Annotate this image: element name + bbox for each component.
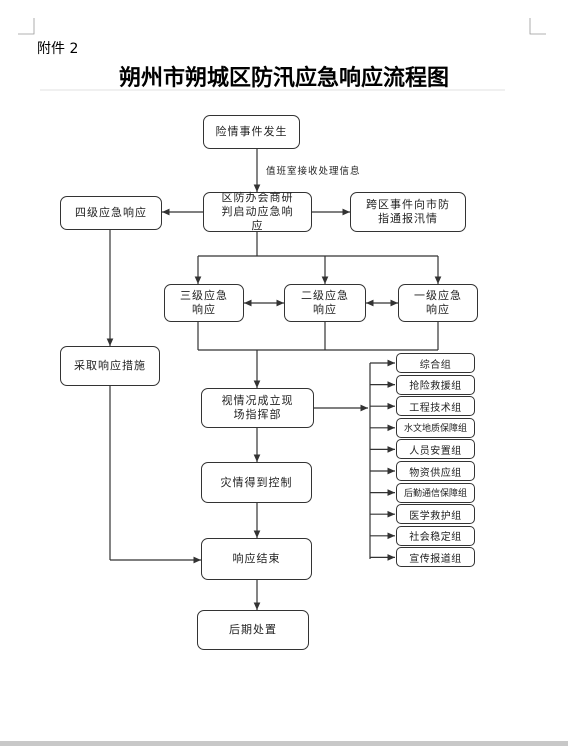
level3-box: 三级应急响应 <box>164 284 244 322</box>
corner-mark-left <box>18 18 35 35</box>
group-item: 人员安置组 <box>396 439 475 460</box>
aftermath-box: 后期处置 <box>197 610 309 650</box>
group-item: 物资供应组 <box>396 461 475 481</box>
attachment-label: 附件 2 <box>37 41 79 57</box>
response-end-box: 响应结束 <box>201 538 312 580</box>
level4-box: 四级应急响应 <box>60 196 162 230</box>
page-title: 朔州市朔城区防汛应急响应流程图 <box>118 66 449 91</box>
field-command-box: 视情况成立现场指挥部 <box>201 388 314 428</box>
group-item: 水文地质保障组 <box>396 417 475 438</box>
level2-box: 二级应急响应 <box>284 284 366 322</box>
group-item: 医学救护组 <box>396 504 475 525</box>
district-start-box: 区防办会商研判启动应急响应 <box>203 191 312 232</box>
cross-region-box: 跨区事件向市防指通报汛情 <box>350 192 466 232</box>
group-item: 社会稳定组 <box>396 525 475 546</box>
corner-mark-right <box>529 18 546 35</box>
group-item: 宣传报道组 <box>396 547 475 568</box>
event-occurs-box: 险情事件发生 <box>203 115 300 149</box>
page-bottom-edge <box>0 741 568 746</box>
level1-box: 一级应急响应 <box>398 284 478 322</box>
duty-receive-note: 值班室接收处理信息 <box>266 166 361 177</box>
group-item: 抢险救援组 <box>396 374 475 395</box>
disaster-controlled-box: 灾情得到控制 <box>201 462 312 503</box>
take-measures-box: 采取响应措施 <box>60 346 160 386</box>
group-item: 工程技术组 <box>396 396 475 417</box>
group-item: 综合组 <box>396 353 475 373</box>
group-item: 后勤通信保障组 <box>396 482 475 503</box>
